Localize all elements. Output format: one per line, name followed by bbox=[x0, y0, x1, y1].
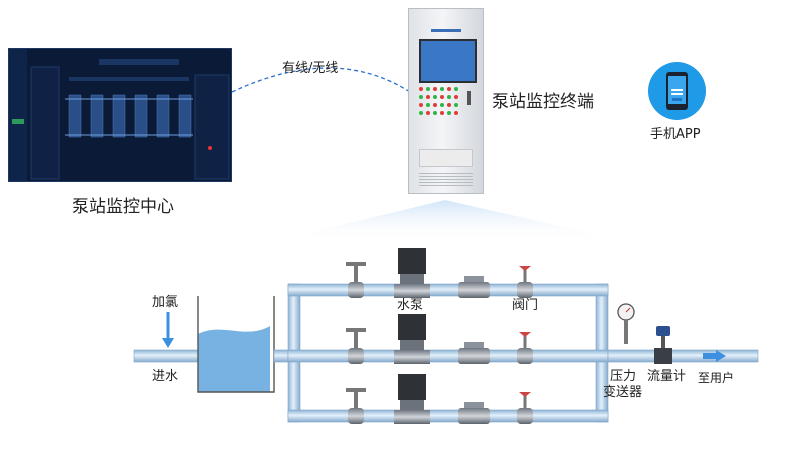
water-pump-label: 水泵 bbox=[397, 298, 424, 313]
control-cabinet bbox=[408, 8, 484, 194]
branch-2-equipment bbox=[346, 314, 533, 364]
branch-pipe-2 bbox=[287, 349, 609, 363]
outflow-arrow-head bbox=[716, 350, 726, 362]
tank-wall bbox=[197, 296, 275, 393]
dosing-chlorine-label: 加氯 bbox=[152, 295, 179, 310]
cabinet-nameplate bbox=[419, 149, 473, 167]
branch-pipe-3 bbox=[287, 409, 609, 423]
check-valve-1 bbox=[458, 276, 490, 298]
chlorine-arrow-head bbox=[162, 338, 174, 348]
water-inlet-label: 进水 bbox=[152, 369, 179, 384]
to-users-label: 至用户 bbox=[698, 371, 735, 385]
valve-label: 阀门 bbox=[512, 298, 539, 313]
gate-valve-2 bbox=[346, 328, 366, 364]
stop-valve-2 bbox=[517, 332, 533, 364]
water-pump-3 bbox=[394, 374, 430, 424]
outlet-main-pipe bbox=[607, 349, 759, 363]
gate-valve-1 bbox=[346, 262, 366, 298]
cabinet-hmi-screen bbox=[419, 39, 477, 83]
wireless-link-curve bbox=[231, 67, 411, 93]
cabinet-vent bbox=[419, 173, 473, 187]
pump-station-terminal-label: 泵站监控终端 bbox=[492, 92, 594, 112]
check-valve-3 bbox=[458, 402, 490, 424]
wired-wireless-label: 有线/无线 bbox=[282, 61, 339, 76]
pump-station-center-label: 泵站监控中心 bbox=[72, 197, 174, 217]
cabinet-indicator-lights bbox=[419, 87, 471, 115]
branch-3-equipment bbox=[346, 374, 533, 424]
flow-meter-label: 流量计 bbox=[647, 369, 687, 384]
branch-1-equipment bbox=[346, 248, 533, 298]
tank-water bbox=[198, 326, 270, 392]
water-tank bbox=[197, 296, 275, 393]
signal-beam bbox=[270, 200, 630, 242]
stop-valve-3 bbox=[517, 392, 533, 424]
gate-valve-3 bbox=[346, 388, 366, 424]
flow-meter-icon bbox=[654, 326, 672, 364]
branch-pipe-1 bbox=[287, 283, 609, 297]
check-valve-2 bbox=[458, 342, 490, 364]
mobile-app-badge bbox=[648, 62, 706, 120]
pressure-transmitter-label-line2: 变送器 bbox=[603, 385, 643, 400]
stop-valve-1 bbox=[517, 266, 533, 298]
monitoring-center-screen bbox=[8, 48, 232, 182]
pressure-transmitter-label-line1: 压力 bbox=[610, 369, 637, 384]
outflow-arrow-shaft bbox=[703, 353, 717, 359]
pressure-gauge-icon bbox=[617, 303, 635, 344]
water-pump-1 bbox=[394, 248, 430, 298]
phone-icon bbox=[666, 72, 688, 110]
inlet-pipe bbox=[133, 349, 199, 363]
water-pump-2 bbox=[394, 314, 430, 364]
center-screen-contents bbox=[9, 49, 231, 181]
cabinet-logo bbox=[431, 29, 461, 32]
mobile-app-label: 手机APP bbox=[650, 127, 701, 142]
